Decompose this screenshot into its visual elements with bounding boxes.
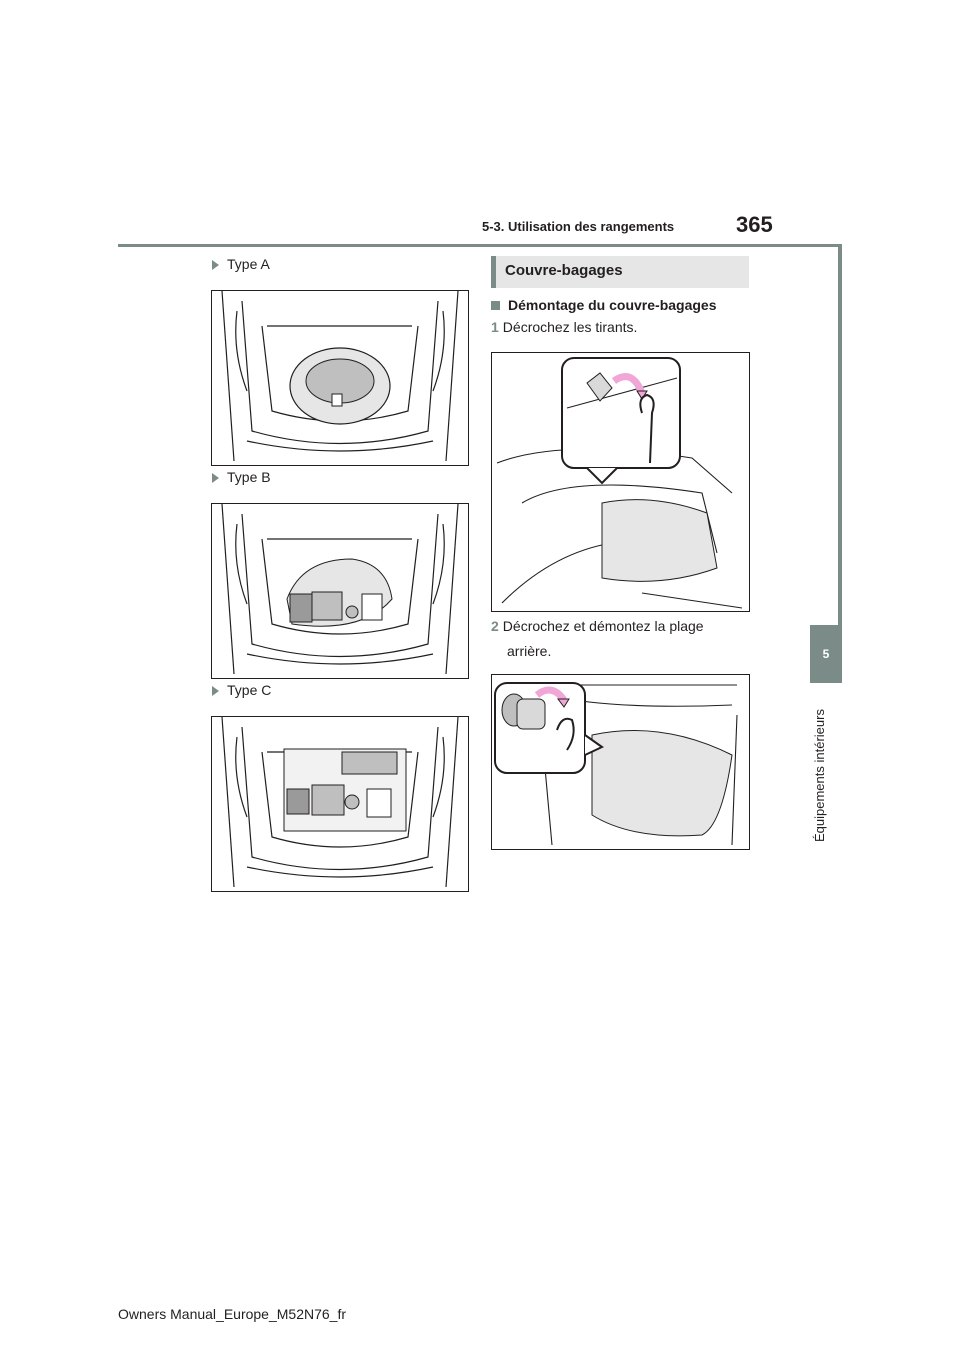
figure-type-c	[211, 716, 469, 892]
header-section-title: 5-3. Utilisation des rangements	[482, 219, 675, 234]
type-c-label: Type C	[212, 682, 271, 698]
footer-text: Owners Manual_Europe_M52N76_fr	[118, 1306, 347, 1322]
figure-type-a	[211, 290, 469, 466]
square-bullet-icon	[491, 301, 500, 310]
tailgate-open-illustration	[496, 357, 743, 609]
step-text: Décrochez les tirants.	[502, 319, 638, 335]
step-text-line1: Décrochez et démontez la plage	[502, 618, 704, 634]
section-header: Couvre-bagages	[491, 256, 749, 288]
bullet-triangle-icon	[212, 260, 219, 271]
type-a-label: Type A	[212, 256, 270, 272]
bullet-triangle-icon	[212, 686, 219, 697]
step-number: 2	[491, 618, 499, 634]
chapter-label-container: Équipements intérieurs	[812, 692, 838, 842]
step-number: 1	[491, 319, 499, 335]
step-text-line2: arrière.	[507, 643, 552, 659]
page-number: 365	[736, 212, 773, 237]
figure-type-b	[211, 503, 469, 679]
section-title: Couvre-bagages	[505, 262, 623, 279]
header-rule	[118, 244, 842, 247]
chapter-number: 5	[822, 647, 830, 661]
trunk-type-c-illustration	[221, 717, 459, 888]
subheading: Démontage du couvre-bagages	[491, 297, 717, 313]
bullet-triangle-icon	[212, 473, 219, 484]
parcel-shelf-removal-illustration	[494, 682, 738, 846]
trunk-type-a-illustration	[221, 291, 459, 462]
figure-step-1	[491, 352, 750, 612]
trunk-type-b-illustration	[221, 504, 459, 675]
section-header-bar	[491, 256, 496, 288]
side-rule	[838, 247, 842, 625]
chapter-label: Équipements intérieurs	[812, 709, 827, 842]
chapter-tab: 5	[810, 625, 842, 683]
type-b-label: Type B	[212, 469, 271, 485]
figure-step-2	[491, 674, 750, 850]
